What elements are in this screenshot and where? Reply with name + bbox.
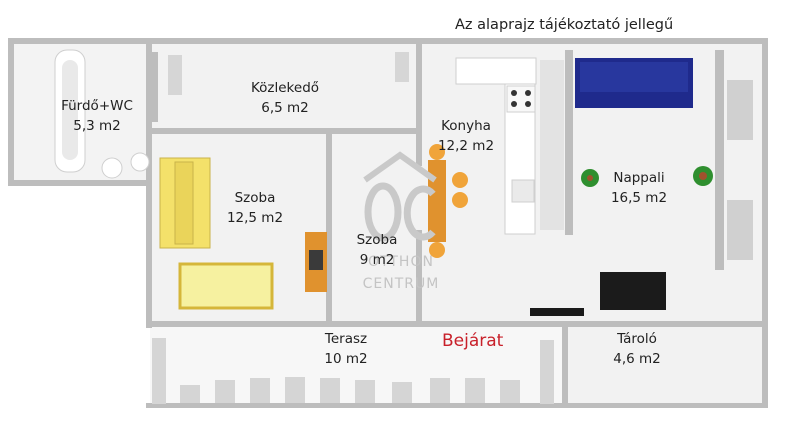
room-name: Tároló [617, 331, 657, 347]
room-name: Fürdő+WC [61, 98, 133, 114]
watermark-line2: CENTRUM [362, 276, 440, 292]
tv [600, 272, 666, 310]
walls [8, 38, 768, 408]
room-area: 12,2 m2 [437, 138, 495, 154]
room-area: 12,5 m2 [226, 210, 284, 226]
floor-storage [565, 324, 765, 404]
room-name: Szoba [356, 232, 398, 248]
room-name: Nappali [613, 170, 665, 186]
room-area: 6,5 m2 [261, 100, 309, 116]
disclaimer-note: Az alaprajz tájékoztató jellegű [455, 17, 674, 33]
room-name: Terasz [324, 331, 368, 347]
room-name: Közlekedő [250, 80, 320, 96]
plant-icon [581, 169, 599, 187]
room-area: 16,5 m2 [610, 190, 668, 206]
room-name: Szoba [234, 190, 276, 206]
room-label-living: Nappali 16,5 m2 [594, 168, 684, 208]
room-label-room1: Szoba 12,5 m2 [215, 188, 295, 228]
plant-icon [693, 166, 713, 186]
room-label-bathroom: Fürdő+WC 5,3 m2 [52, 96, 142, 136]
otthon-centrum-logo [363, 151, 437, 242]
room-area: 4,6 m2 [613, 351, 661, 367]
room-label-kitchen: Konyha 12,2 m2 [426, 116, 506, 156]
room-area: 9 m2 [359, 252, 395, 268]
watermark-line1: OTTHON [368, 254, 434, 270]
toilet [101, 157, 123, 179]
room-label-room2: Szoba 9 m2 [347, 230, 407, 270]
room-area: 5,3 m2 [73, 118, 121, 134]
room-label-terrace: Terasz 10 m2 [306, 329, 386, 369]
kitchen-counter [455, 57, 537, 85]
room-label-storage: Tároló 4,6 m2 [592, 329, 682, 369]
room-label-corridor: Közlekedő 6,5 m2 [235, 78, 335, 118]
stove [506, 85, 536, 113]
room-name: Konyha [441, 118, 491, 134]
bed [178, 262, 274, 310]
room-area: 10 m2 [324, 351, 368, 367]
terrace-railing [152, 338, 554, 404]
entrance-label: Bejárat [442, 331, 504, 351]
